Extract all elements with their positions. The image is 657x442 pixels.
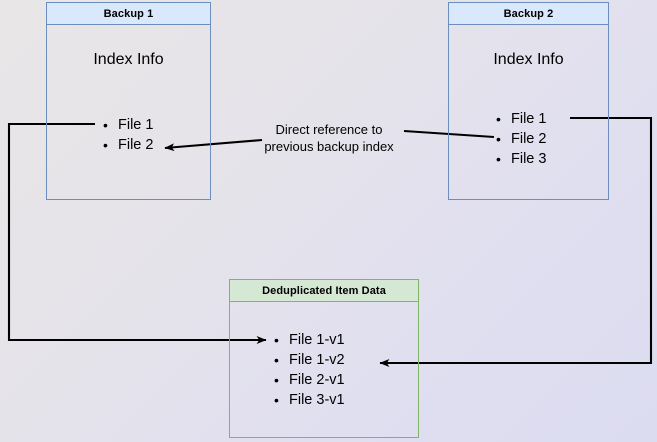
- backup1-body: Index Info File 1 File 2: [47, 25, 210, 199]
- list-item: File 3-v1: [274, 390, 345, 410]
- list-item: File 1-v2: [274, 350, 345, 370]
- backup2-file-list: File 1 File 2 File 3: [496, 109, 546, 169]
- list-item: File 2: [103, 135, 153, 155]
- list-item: File 1: [496, 109, 546, 129]
- dedup-box: Deduplicated Item Data File 1-v1 File 1-…: [229, 279, 419, 438]
- direct-reference-line-1: Direct reference to: [275, 122, 383, 137]
- backup2-body: Index Info File 1 File 2 File 3: [449, 25, 608, 199]
- list-item: File 2-v1: [274, 370, 345, 390]
- backup2-box: Backup 2 Index Info File 1 File 2 File 3: [448, 2, 609, 200]
- backup1-file-list: File 1 File 2: [103, 115, 153, 155]
- dedup-file-list: File 1-v1 File 1-v2 File 2-v1 File 3-v1: [274, 330, 345, 410]
- list-item: File 2: [496, 129, 546, 149]
- backup2-header: Backup 2: [449, 3, 608, 25]
- backup1-header: Backup 1: [47, 3, 210, 25]
- list-item: File 1-v1: [274, 330, 345, 350]
- dedup-body: File 1-v1 File 1-v2 File 2-v1 File 3-v1: [230, 302, 418, 437]
- backup1-box: Backup 1 Index Info File 1 File 2: [46, 2, 211, 200]
- dedup-header: Deduplicated Item Data: [230, 280, 418, 302]
- list-item: File 1: [103, 115, 153, 135]
- backup2-index-info-label: Index Info: [493, 51, 564, 68]
- direct-reference-line-2: previous backup index: [264, 139, 394, 154]
- list-item: File 3: [496, 149, 546, 169]
- backup1-index-info-label: Index Info: [93, 51, 164, 68]
- direct-reference-annotation: Direct reference to previous backup inde…: [243, 121, 415, 155]
